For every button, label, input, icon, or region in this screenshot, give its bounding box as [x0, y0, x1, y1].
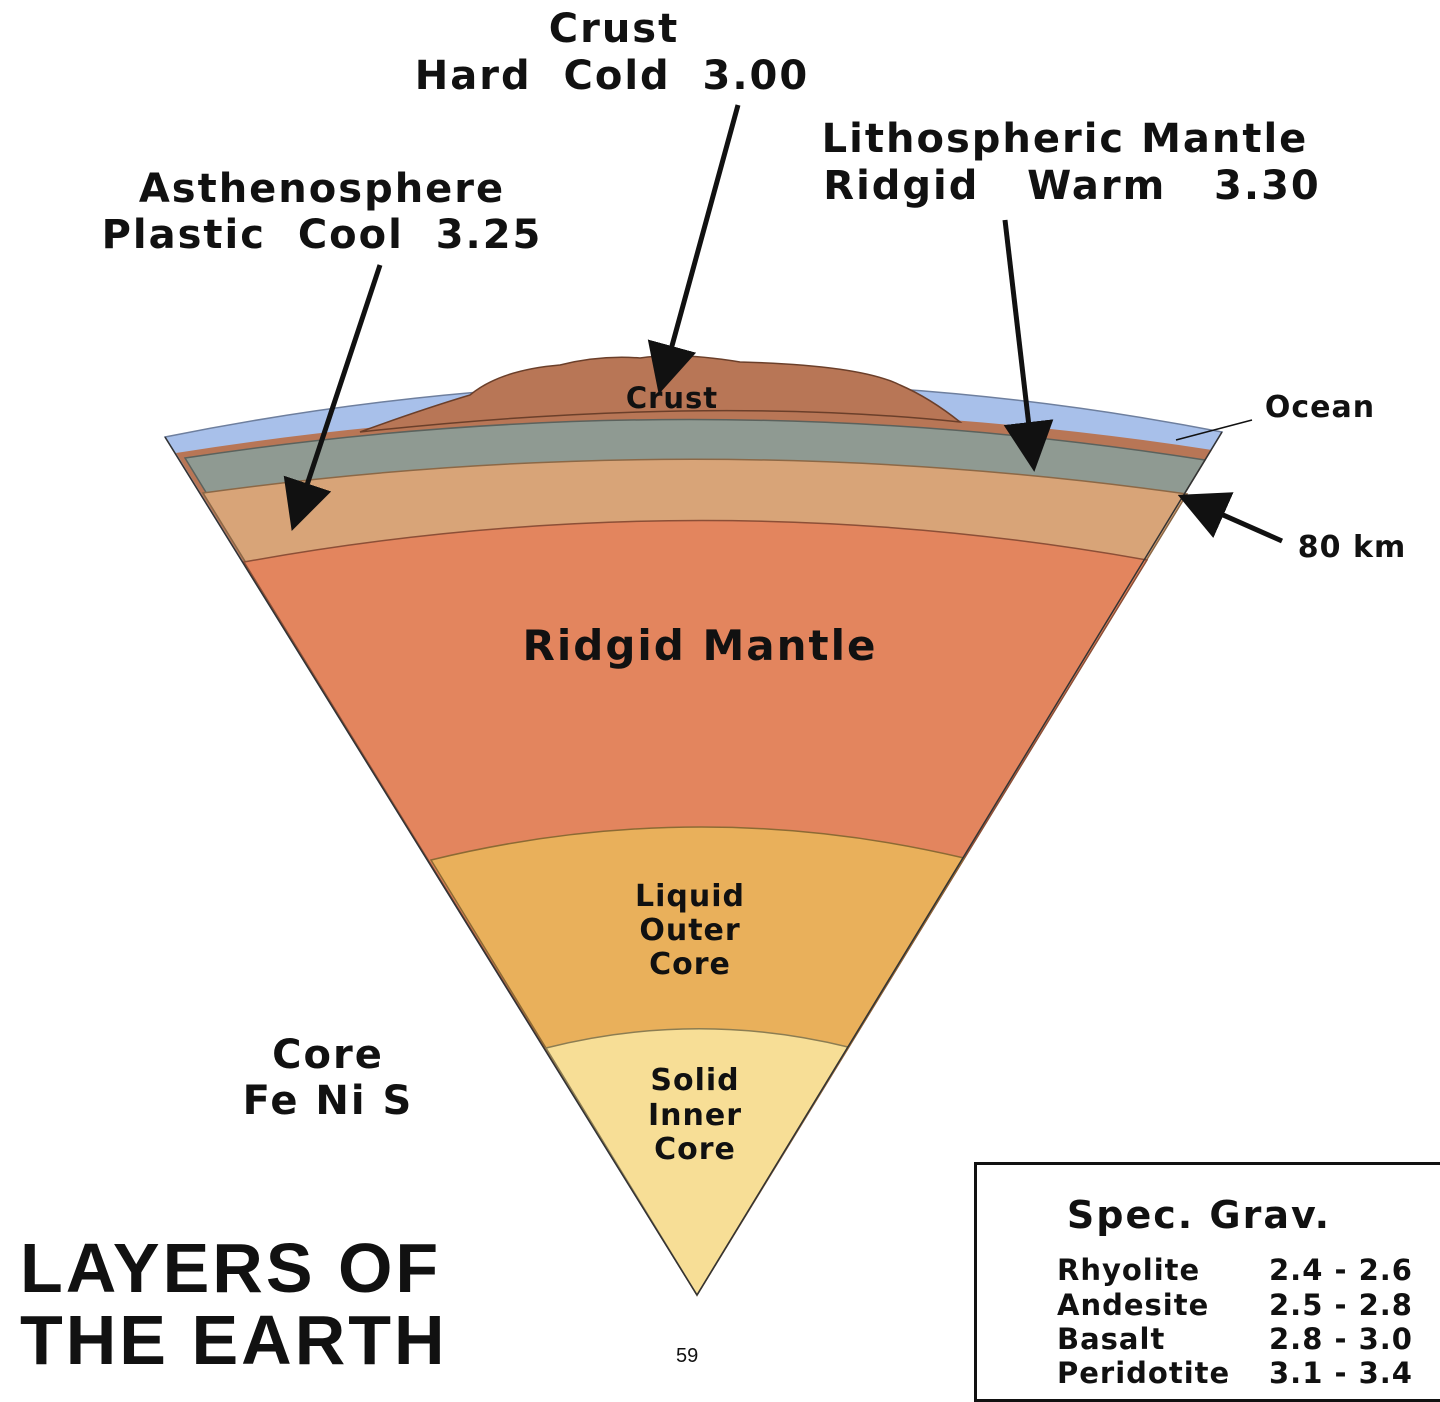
- core-side-label-line2: Fe Ni S: [243, 1078, 414, 1124]
- outer-core-label-line1: Liquid: [635, 879, 745, 914]
- inner-core-label-line2: Inner: [648, 1098, 742, 1133]
- core-side-label-line1: Core: [272, 1032, 384, 1078]
- legend-rock-range: 2.5 - 2.8: [1269, 1288, 1413, 1322]
- legend-row: Peridotite 3.1 - 3.4: [1057, 1356, 1437, 1390]
- specific-gravity-legend: Spec. Grav. Rhyolite 2.4 - 2.6 Andesite …: [974, 1162, 1440, 1402]
- legend-rock-name: Peridotite: [1057, 1356, 1230, 1390]
- legend-rock-name: Basalt: [1057, 1322, 1165, 1356]
- ocean-callout-label: Ocean: [1265, 390, 1375, 425]
- page-number: 59: [676, 1345, 698, 1368]
- inner-core-label-line1: Solid: [650, 1063, 739, 1098]
- legend-rock-name: Andesite: [1057, 1288, 1209, 1322]
- depth-80km-arrow: [1196, 503, 1282, 541]
- inner-core-label-line3: Core: [654, 1132, 736, 1167]
- legend-rock-range: 2.4 - 2.6: [1269, 1253, 1413, 1287]
- legend-rock-range: 3.1 - 3.4: [1269, 1356, 1413, 1390]
- crust-callout-line1: Crust: [549, 6, 680, 52]
- main-title-line2: THE EARTH: [20, 1304, 448, 1376]
- depth-80km-label: 80 km: [1298, 530, 1406, 565]
- outer-core-label-line3: Core: [649, 947, 731, 982]
- legend-row: Rhyolite 2.4 - 2.6: [1057, 1253, 1437, 1287]
- crust-layer-label: Crust: [626, 381, 718, 415]
- crust-callout-line2: Hard Cold 3.00: [415, 53, 809, 99]
- crust-arrow: [664, 105, 738, 375]
- asthenosphere-callout-line2: Plastic Cool 3.25: [102, 212, 543, 258]
- legend-rock-name: Rhyolite: [1057, 1253, 1200, 1287]
- lithospheric-callout-line2: Ridgid Warm 3.30: [823, 163, 1320, 209]
- asthenosphere-callout-line1: Asthenosphere: [139, 166, 505, 212]
- outer-core-label-line2: Outer: [639, 913, 740, 948]
- legend-title: Spec. Grav.: [977, 1193, 1421, 1237]
- legend-row: Basalt 2.8 - 3.0: [1057, 1322, 1437, 1356]
- main-title: LAYERS OF THE EARTH: [20, 1232, 448, 1376]
- legend-row: Andesite 2.5 - 2.8: [1057, 1288, 1437, 1322]
- lithospheric-callout-line1: Lithospheric Mantle: [822, 116, 1309, 162]
- main-title-line1: LAYERS OF: [20, 1232, 448, 1304]
- legend-rock-range: 2.8 - 3.0: [1269, 1322, 1413, 1356]
- rigid-mantle-label: Ridgid Mantle: [523, 621, 878, 670]
